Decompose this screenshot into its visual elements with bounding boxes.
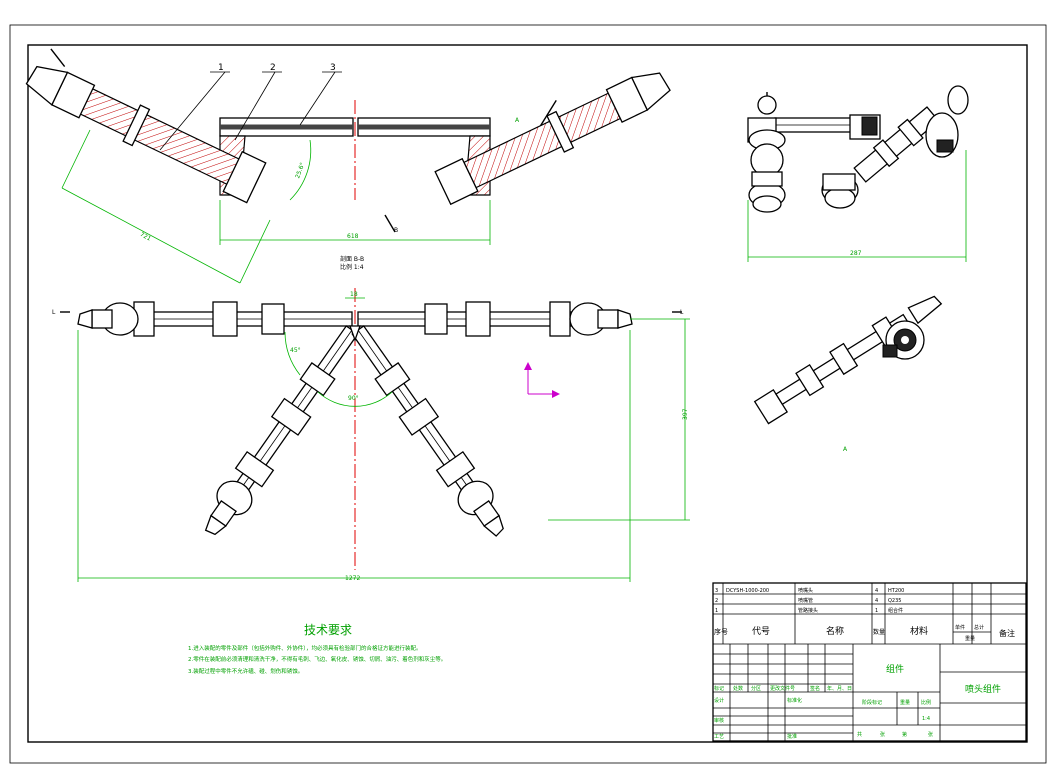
header-note: 备注: [999, 628, 1015, 638]
tb-zone: 分区: [751, 685, 761, 692]
dim-side-width: 287: [850, 250, 862, 257]
part-row1-code: DCYSH-1000-200: [726, 588, 769, 594]
dim-plan-top: 18: [350, 291, 358, 298]
part-row1-qty: 4: [875, 588, 878, 594]
tb-stage-mark: 阶段标记: [862, 699, 882, 706]
view-mark-b: B: [394, 227, 398, 234]
section-label-line1: 剖面 B-B: [340, 255, 364, 263]
front-section-view: [25, 48, 671, 284]
header-material: 材料: [910, 625, 928, 637]
tb-standardize: 标准化: [787, 697, 802, 704]
sheet-inner-border: [27, 44, 1028, 743]
part-row3-no: 1: [715, 608, 718, 614]
header-total: 总计: [974, 624, 984, 631]
part-row1-name: 喷嘴头: [798, 587, 813, 594]
part-row3-name: 管路接头: [798, 607, 818, 614]
tb-date: 年、月、日: [827, 685, 852, 692]
tech-requirement-2: 2.零件在装配前必须清理和清洗干净，不得有毛刺、飞边、氧化皮、锈蚀、切屑、油污、…: [188, 655, 446, 663]
title-block: [712, 582, 1027, 742]
dim-plan-width: 1272: [345, 575, 360, 582]
tb-sheet: 张: [928, 731, 933, 738]
tb-count: 处数: [733, 685, 743, 692]
tb-approve: 批准: [787, 733, 797, 740]
tb-sheets: 张: [880, 731, 885, 738]
part-row1-no: 3: [715, 588, 718, 594]
balloon-3: 3: [330, 63, 336, 73]
side-view: [747, 85, 969, 262]
part-row2-qty: 4: [875, 598, 878, 604]
tb-scale-value: 1:4: [922, 716, 930, 722]
tb-process: 工艺: [714, 734, 724, 740]
tech-requirement-1: 1.进入装配的零件及部件（包括外购件、外协件），均必须具有检验部门的合格证方能进…: [188, 644, 422, 652]
view-mark-a-front: A: [515, 117, 520, 124]
dim-front-width: 618: [347, 233, 359, 240]
sheet-outer-border: [9, 24, 1047, 764]
header-weight: 重量: [965, 635, 975, 642]
plan-view: [60, 288, 690, 582]
header-code: 代号: [752, 626, 770, 637]
tb-scale: 比例: [921, 699, 931, 706]
tech-requirements-title: 技术要求: [304, 623, 352, 637]
tb-designer: 设计: [714, 697, 724, 704]
tb-sign: 签名: [810, 685, 820, 692]
dim-front-angle: 25.6°: [294, 162, 306, 180]
view-mark-l-left: L: [52, 309, 56, 316]
section-label-line2: 比例 1:4: [340, 263, 364, 271]
part-row2-material: Q235: [888, 598, 901, 604]
part-row3-qty: 1: [875, 608, 878, 614]
tb-mark: 标记: [714, 685, 724, 692]
header-unit: 单件: [955, 624, 965, 631]
tb-drawing-name: 喷头组件: [965, 683, 1001, 695]
part-row1-material: HT200: [888, 588, 904, 594]
view-mark-a-iso: A: [843, 446, 848, 453]
tb-org: 组件: [886, 663, 904, 675]
balloon-2: 2: [270, 63, 276, 73]
part-row3-material: 组合件: [888, 607, 903, 614]
view-mark-l-right: L: [680, 309, 684, 316]
header-no: 序号: [714, 627, 728, 636]
tb-sheets-total: 共: [857, 731, 862, 738]
tech-requirement-3: 3.装配过程中零件不允许磕、碰、划伤和锈蚀。: [188, 667, 303, 675]
header-name: 名称: [826, 625, 844, 637]
dim-plan-angle2: 90°: [348, 395, 359, 402]
tb-change-doc: 更改文件号: [770, 685, 795, 692]
tb-reviewer: 审核: [714, 717, 724, 724]
isometric-view: [753, 295, 943, 425]
part-row2-no: 2: [715, 598, 718, 604]
dim-plan-angle1: 45°: [290, 347, 301, 354]
header-qty: 数量: [873, 628, 885, 636]
dim-front-slant: 721: [139, 231, 153, 243]
part-row2-name: 喷嘴管: [798, 597, 813, 604]
tb-sheet-no: 第: [902, 731, 907, 738]
tb-weight: 重量: [900, 699, 910, 706]
dim-plan-height: 397: [682, 408, 689, 420]
balloon-1: 1: [218, 63, 224, 73]
